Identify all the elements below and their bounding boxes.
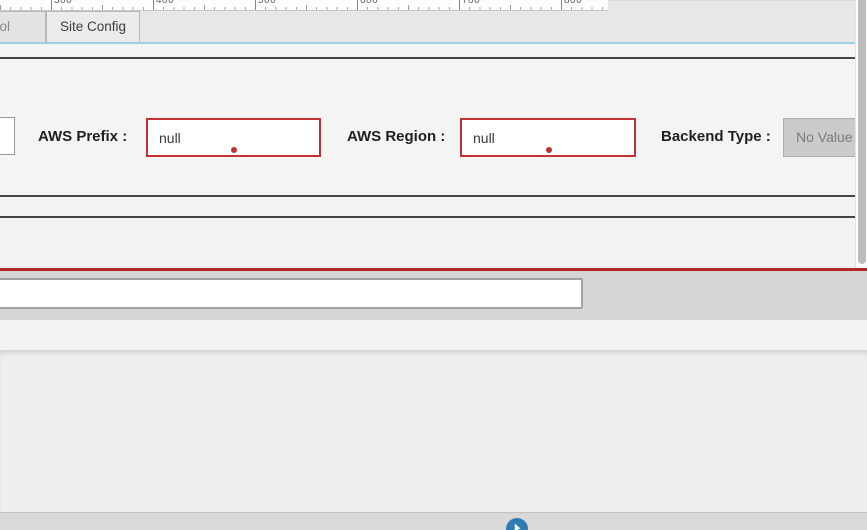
ruler-label: 800 xyxy=(564,0,583,6)
toolbar-text-input[interactable] xyxy=(0,278,583,309)
ruler-label: 500 xyxy=(258,0,277,6)
error-dot-icon xyxy=(546,147,552,153)
left-clipped-input[interactable] xyxy=(0,117,15,155)
aws-prefix-label: AWS Prefix : xyxy=(38,128,128,145)
cursor-icon xyxy=(511,523,523,530)
vertical-scrollbar[interactable] xyxy=(855,0,867,268)
section-divider xyxy=(0,195,855,197)
error-dot-icon xyxy=(231,147,237,153)
floating-action-button[interactable] xyxy=(506,518,528,530)
backend-type-select[interactable]: No Value xyxy=(783,118,855,157)
ruler-label: 600 xyxy=(360,0,379,6)
section-divider-top xyxy=(0,57,855,59)
scrollbar-thumb[interactable] xyxy=(858,0,866,264)
tab-tool[interactable]: y Tool xyxy=(0,11,46,42)
ruler-label: 700 xyxy=(462,0,481,6)
backend-type-label: Backend Type : xyxy=(661,128,771,145)
tab-site-config-label: Site Config xyxy=(59,19,127,34)
measurement-ruler: 300 400 500 600 700 800 xyxy=(0,0,608,11)
ruler-label: 300 xyxy=(54,0,73,6)
ruler-label: 400 xyxy=(156,0,175,6)
section-divider xyxy=(0,216,855,218)
tab-tool-label: y Tool xyxy=(0,19,11,34)
config-section xyxy=(0,44,855,195)
tab-underline xyxy=(0,42,855,44)
red-divider-line xyxy=(0,268,867,271)
light-strip xyxy=(0,320,867,351)
upper-pane: y Tool Site Config 300 400 500 600 700 8… xyxy=(0,0,855,218)
empty-strip xyxy=(0,197,855,216)
aws-region-label: AWS Region : xyxy=(347,128,446,145)
tab-site-config[interactable]: Site Config xyxy=(46,11,140,42)
main-content-area xyxy=(0,351,867,512)
backend-type-value: No Value xyxy=(796,129,853,145)
bottom-bar xyxy=(0,512,867,530)
